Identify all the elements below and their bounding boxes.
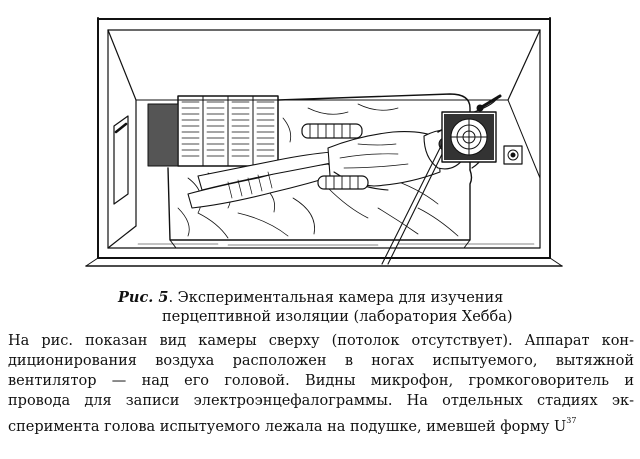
air-conditioner-grille [147, 95, 279, 167]
microphone [476, 94, 502, 112]
caption-text: . Экспериментальная камера для изучения [168, 290, 504, 306]
caption-line-1: Рис. 5. Экспериментальная камера для изу… [0, 288, 640, 308]
body-line: вентилятор — над его головой. Видны микр… [8, 373, 634, 389]
room-outline [85, 17, 563, 267]
chamber-illustration [78, 8, 578, 278]
figure-caption: Рис. 5. Экспериментальная камера для изу… [0, 288, 640, 327]
body-line: провода для записи электроэнцефалограммы… [8, 393, 634, 409]
caption-line-2: перцептивной изоляции (лаборатория Хебба… [162, 309, 513, 325]
caption-label: Рис. 5 [118, 289, 169, 306]
door [113, 115, 129, 205]
footnote-reference: 37 [566, 416, 577, 425]
body-line-last: сперимента голова испытуемого лежала на … [8, 411, 634, 437]
floor-shading [137, 243, 535, 246]
body-line: сперимента голова испытуемого лежала на … [8, 419, 567, 435]
exhaust-fan [441, 111, 497, 163]
body-paragraph: На рис. показан вид камеры сверху (потол… [8, 331, 634, 437]
loudspeaker [503, 145, 523, 165]
body-line: диционирования воздуха расположен в нога… [8, 353, 634, 369]
body-line: На рис. показан вид камеры сверху (потол… [8, 333, 634, 349]
